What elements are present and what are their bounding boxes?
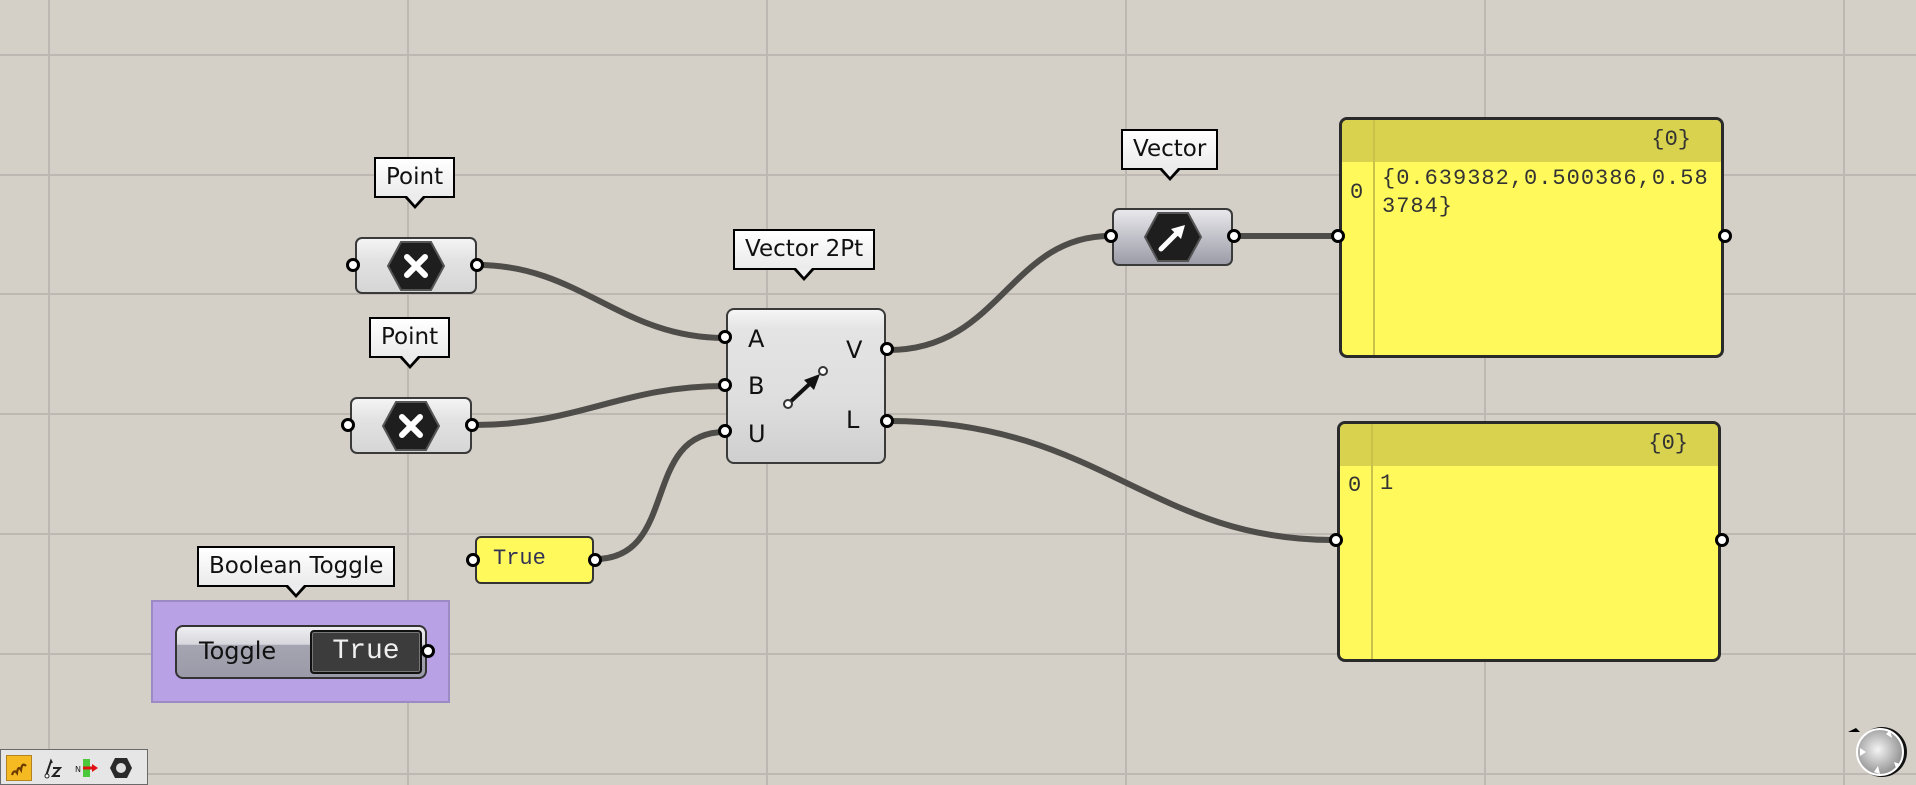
wire-l-to-panel (886, 418, 1336, 543)
point2-tag: Point (369, 317, 451, 369)
canvas-toolbar: N (0, 749, 148, 785)
grid-line (0, 174, 1916, 176)
input-b-label: B (748, 372, 765, 400)
grid-line (0, 773, 1916, 775)
grid-line (0, 653, 1916, 655)
vector-output-port[interactable] (1227, 229, 1241, 243)
align-button[interactable]: N (74, 755, 100, 781)
output-v-label: V (846, 336, 863, 364)
navigation-ball-icon[interactable] (1846, 722, 1908, 778)
point-param-icon (386, 240, 446, 291)
grid-line (1125, 0, 1127, 785)
point1-output-port[interactable] (470, 258, 484, 272)
length-panel-input-port[interactable] (1329, 533, 1343, 547)
grid-line (48, 0, 50, 785)
vector-input-port[interactable] (1104, 229, 1118, 243)
toggle-state-button[interactable]: True (310, 630, 422, 674)
wire-point1-to-a (475, 262, 728, 341)
panel-row-value: {0.639382,0.500386,0.583784} (1382, 166, 1709, 219)
toggle-output-port[interactable] (421, 644, 435, 658)
svg-text:N: N (75, 765, 81, 774)
wire-display-button[interactable] (6, 755, 32, 781)
point1-input-port[interactable] (346, 258, 360, 272)
wire-display-icon (10, 763, 27, 776)
boolean-input-port[interactable] (466, 553, 480, 567)
sketch-z-icon (44, 758, 63, 779)
panel-row-index: 0 (1348, 473, 1362, 498)
panel-divider (1373, 120, 1375, 355)
input-a-port[interactable] (718, 330, 732, 344)
grid-line (1843, 0, 1845, 785)
vector-2pt-icon (783, 366, 828, 409)
wire-bool-to-u (592, 429, 728, 562)
wire-point2-to-b (471, 383, 728, 428)
input-a-label: A (748, 325, 765, 353)
input-u-port[interactable] (718, 424, 732, 438)
grid-line (407, 0, 409, 785)
point-param-icon (381, 400, 441, 451)
output-l-label: L (846, 406, 860, 434)
vector-panel-input-port[interactable] (1331, 229, 1345, 243)
sketch-button[interactable] (40, 755, 66, 781)
grid-line (0, 54, 1916, 56)
vector-param[interactable] (1112, 208, 1233, 266)
vector-2pt-component[interactable]: A B U V L (726, 308, 886, 464)
toggle-label: Toggle (199, 637, 277, 665)
panel-path: {0} (1651, 127, 1691, 152)
boolean-toggle[interactable]: Toggle True (175, 625, 427, 679)
panel-divider (1371, 424, 1373, 659)
vector-param-icon (1143, 212, 1202, 262)
grid-line (0, 413, 1916, 415)
output-v-port[interactable] (880, 342, 894, 356)
point2-param[interactable] (350, 397, 472, 454)
boolean-param[interactable]: True (475, 536, 594, 584)
vector-tag: Vector (1121, 129, 1219, 181)
point2-output-port[interactable] (465, 418, 479, 432)
length-panel[interactable]: {0} 0 1 (1337, 421, 1721, 662)
output-l-port[interactable] (880, 414, 894, 428)
input-b-port[interactable] (718, 378, 732, 392)
bake-button[interactable] (108, 755, 134, 781)
point1-param[interactable] (355, 237, 477, 294)
panel-row-index: 0 (1350, 180, 1364, 205)
vector2pt-tag: Vector 2Pt (733, 229, 876, 281)
bake-hex-icon (110, 758, 132, 778)
panel-header: {0} (1342, 120, 1721, 162)
vector-panel-output-port[interactable] (1718, 229, 1732, 243)
panel-header: {0} (1340, 424, 1718, 466)
panel-path: {0} (1648, 431, 1688, 456)
align-icon: N (75, 759, 98, 777)
input-u-label: U (748, 420, 766, 448)
grid-line (1484, 0, 1486, 785)
panel-row-value: 1 (1380, 471, 1395, 496)
point2-input-port[interactable] (341, 418, 355, 432)
boolean-output-port[interactable] (588, 553, 602, 567)
length-panel-output-port[interactable] (1715, 533, 1729, 547)
boolean-toggle-tag: Boolean Toggle (197, 546, 396, 598)
point1-tag: Point (374, 157, 456, 209)
vector-panel[interactable]: {0} 0 {0.639382,0.500386,0.583784} (1339, 117, 1724, 358)
